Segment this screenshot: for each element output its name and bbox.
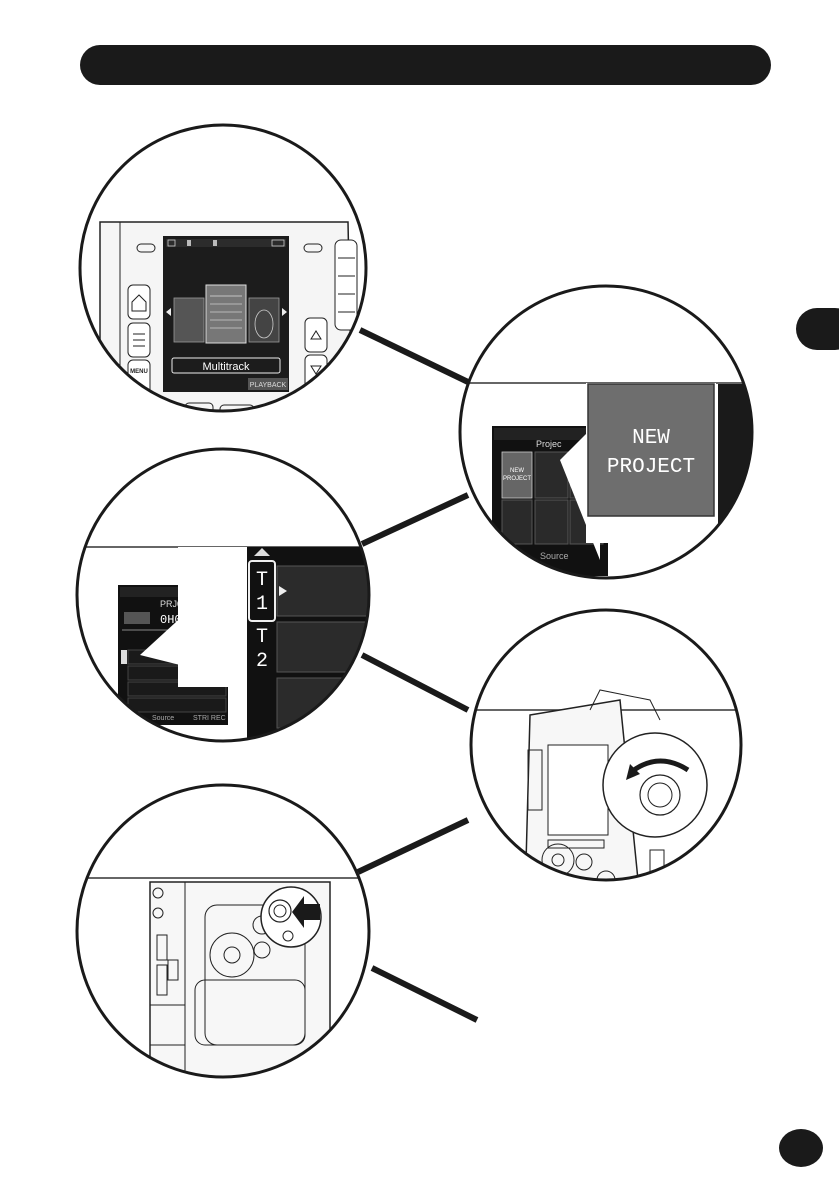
track-1-letter: T bbox=[256, 569, 268, 592]
connector-lines bbox=[356, 327, 479, 1023]
home-button-icon bbox=[127, 284, 151, 320]
new-project-zoom-line1: NEW bbox=[632, 427, 670, 450]
step3-track-select-callout: PRJ0 0H0 Source STRI REC T 1 bbox=[75, 447, 371, 743]
track-2-number: 2 bbox=[256, 650, 268, 673]
page-number bbox=[779, 1129, 823, 1167]
left-arrow-icon bbox=[166, 308, 171, 316]
svg-text:NEW: NEW bbox=[510, 468, 524, 474]
svg-text:STRI REC: STRI REC bbox=[193, 715, 226, 722]
track-1-number: 1 bbox=[256, 593, 268, 616]
dpad-icon bbox=[209, 932, 255, 978]
up-button-icon bbox=[304, 317, 328, 353]
step4-rotate-dial-callout bbox=[469, 608, 743, 882]
svg-text:PRJ0: PRJ0 bbox=[160, 599, 182, 609]
step5-press-button-callout bbox=[75, 783, 371, 1079]
track-1-play-arrow-icon bbox=[279, 586, 287, 596]
svg-text:Source: Source bbox=[540, 551, 569, 561]
menu-button-label: MENU bbox=[130, 369, 148, 375]
svg-text:Projec: Projec bbox=[536, 439, 562, 449]
step1-home-screen-callout: Multitrack PLAYBACK MENU bbox=[78, 123, 368, 413]
track-2-letter: T bbox=[256, 626, 268, 649]
step2-new-project-callout: Projec NEW PROJECT Source NEW PROJECT bbox=[458, 284, 754, 580]
svg-text:PROJECT: PROJECT bbox=[503, 476, 531, 482]
menu-selected-label: Multitrack bbox=[202, 361, 250, 373]
record-button-icon bbox=[268, 899, 292, 923]
rotate-arrow-icon bbox=[632, 758, 690, 773]
dial-icon bbox=[639, 774, 681, 816]
new-project-zoom-line2: PROJECT bbox=[607, 456, 695, 479]
new-project-tile-small bbox=[501, 451, 533, 499]
chapter-index-tab bbox=[796, 308, 839, 350]
mode-label: PLAYBACK bbox=[250, 382, 287, 389]
track-1-selector bbox=[248, 560, 276, 622]
chapter-title-bar bbox=[80, 45, 771, 85]
right-arrow-icon bbox=[282, 308, 287, 316]
press-arrow-icon bbox=[292, 896, 320, 928]
svg-text:Source: Source bbox=[152, 715, 174, 722]
new-project-tile-zoomed bbox=[587, 383, 715, 517]
